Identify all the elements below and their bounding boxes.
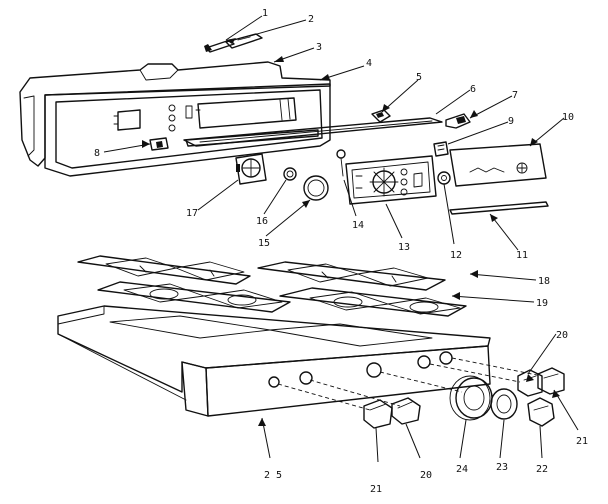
callout-7: 7 — [512, 90, 518, 101]
part-13-timer-plate — [345, 155, 437, 205]
part-17-clock-knob — [235, 153, 267, 185]
callout-22: 22 — [536, 464, 548, 475]
part-18-burner-grate-rear — [77, 255, 446, 291]
callout-20-right: 20 — [556, 330, 568, 341]
callout-10: 10 — [562, 112, 574, 123]
part-25-cooktop — [57, 305, 491, 417]
part-24-bezel — [449, 375, 493, 421]
part-22-knob — [527, 397, 555, 427]
callout-12: 12 — [450, 250, 462, 261]
part-21-knob-left — [363, 399, 393, 429]
callout-15: 15 — [258, 238, 270, 249]
leader-lines — [103, 15, 579, 463]
callout-25: 2 5 — [264, 470, 282, 481]
part-14-screw — [336, 149, 346, 177]
callout-23: 23 — [496, 462, 508, 473]
part-7-clip — [445, 113, 471, 129]
callout-24: 24 — [456, 464, 468, 475]
callout-9: 9 — [508, 116, 514, 127]
callout-labels: 1 2 3 4 5 6 7 8 9 10 11 12 13 14 15 16 1… — [94, 8, 588, 495]
callout-19: 19 — [536, 298, 548, 309]
callout-20-left: 20 — [420, 470, 432, 481]
part-12-grommet — [437, 171, 451, 185]
callout-17: 17 — [186, 208, 198, 219]
part-8-switch — [149, 137, 169, 151]
part-23-ring — [490, 388, 518, 420]
callout-3: 3 — [316, 42, 322, 53]
part-16-knob — [283, 167, 297, 181]
part-9-clip — [433, 141, 449, 157]
part-2-clip — [225, 33, 263, 49]
part-20-knob-left — [391, 397, 421, 425]
callout-16: 16 — [256, 216, 268, 227]
callout-21-right: 21 — [576, 436, 588, 447]
backguard-panel — [19, 61, 331, 177]
callout-21-left: 21 — [370, 484, 382, 495]
part-1-screw — [204, 39, 235, 53]
callout-14: 14 — [352, 220, 364, 231]
callout-11: 11 — [516, 250, 528, 261]
callout-1: 1 — [262, 8, 268, 19]
part-5-bracket — [371, 109, 391, 123]
part-6-trim-strip — [183, 117, 443, 147]
callout-5: 5 — [416, 72, 422, 83]
callout-18: 18 — [538, 276, 550, 287]
part-10-cover-plate — [449, 143, 547, 187]
alignment-lines — [277, 357, 543, 411]
callout-2: 2 — [308, 14, 314, 25]
part-21-knob-right — [537, 367, 565, 395]
callout-8: 8 — [94, 148, 100, 159]
callout-13: 13 — [398, 242, 410, 253]
part-15-knob-cap — [303, 175, 329, 201]
callout-6: 6 — [470, 84, 476, 95]
part-19-burner-grate-front — [97, 281, 467, 317]
callout-4: 4 — [366, 58, 372, 69]
part-11-strip — [449, 201, 549, 215]
